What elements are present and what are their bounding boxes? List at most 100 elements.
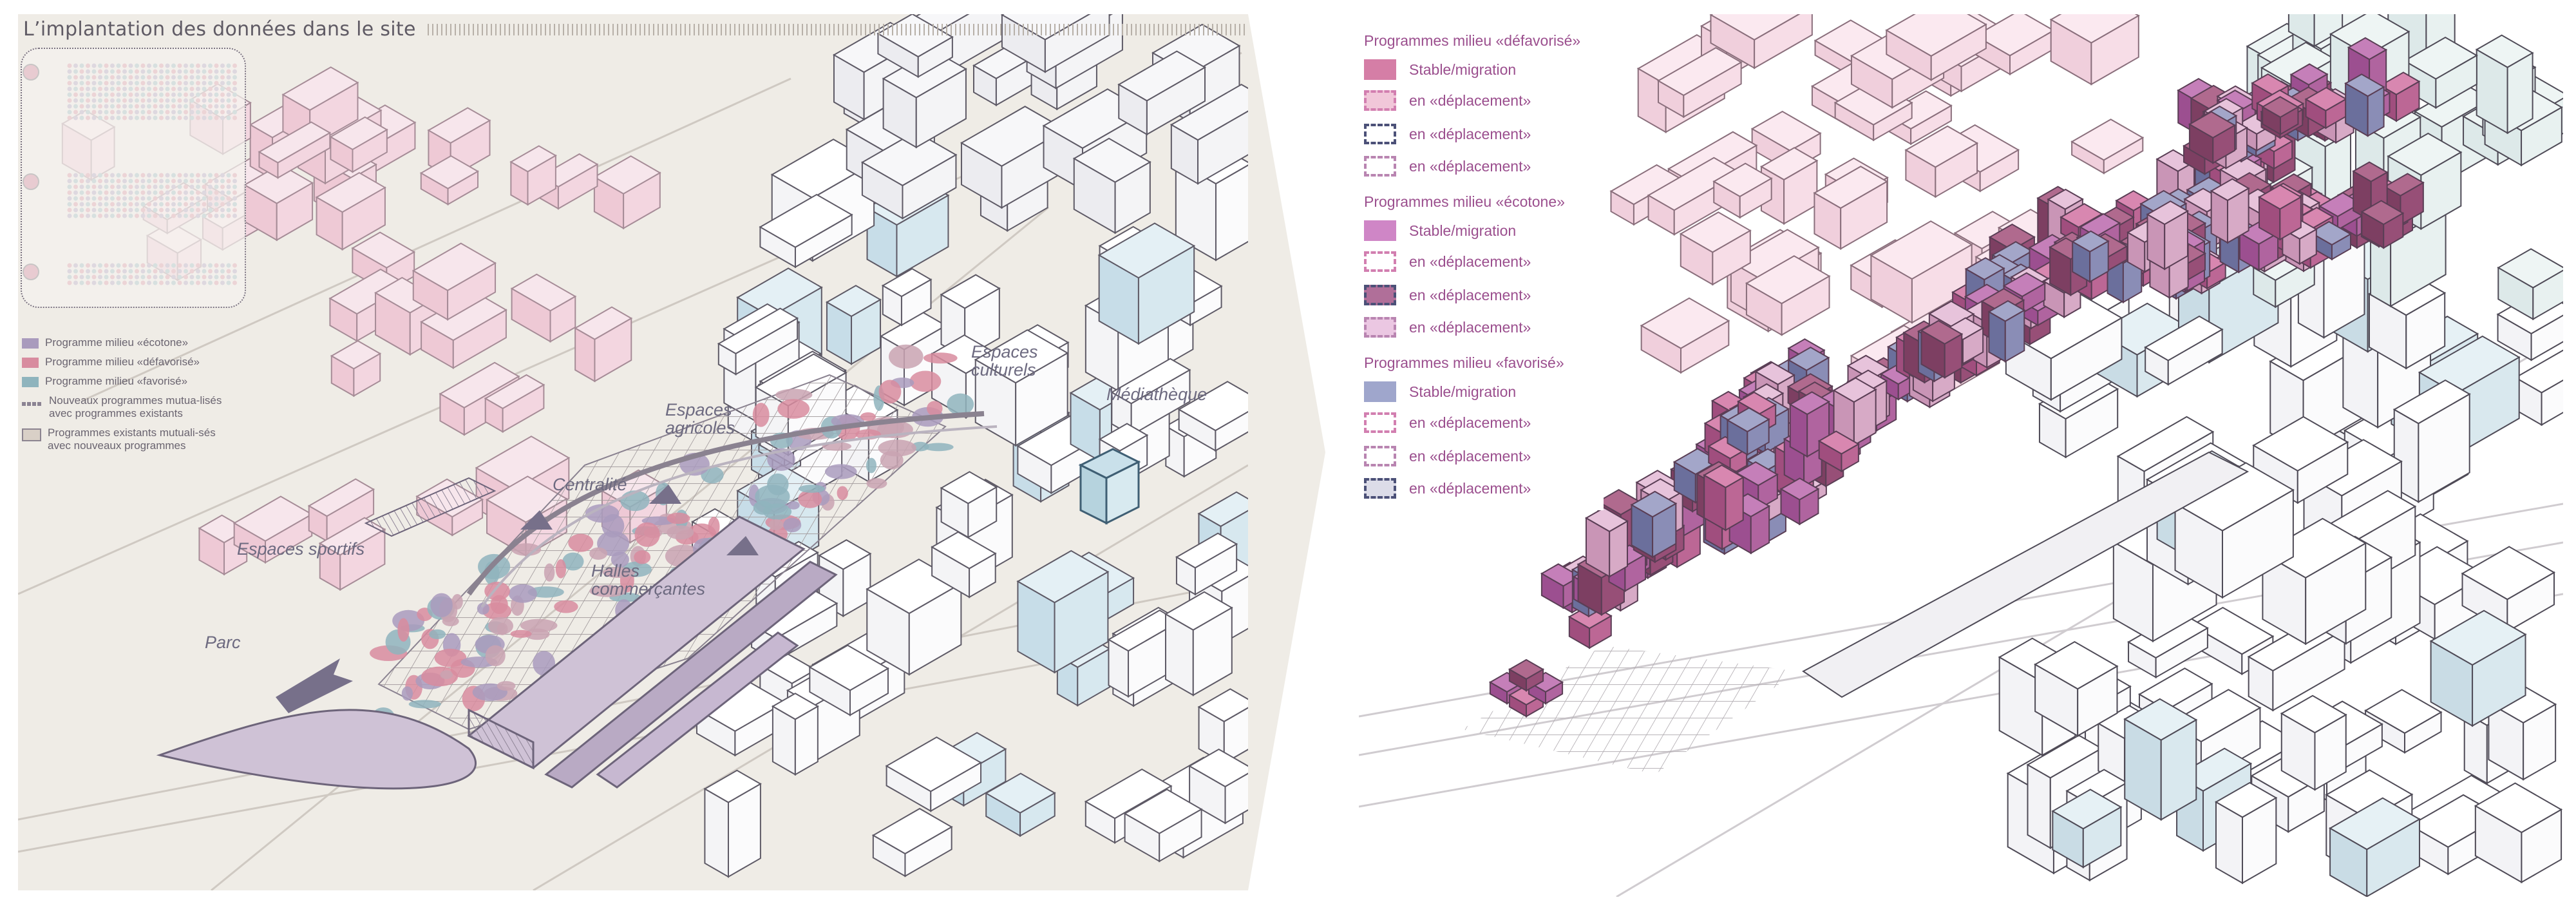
- program-dot: [767, 473, 789, 495]
- building-block: [315, 172, 386, 251]
- legend-heading-ecotone: Programmes milieu «écotone»: [1364, 193, 1565, 210]
- building-block: [1726, 407, 1770, 456]
- chevron-arrow-icon: [1248, 14, 1325, 890]
- data-ledger-box: [21, 48, 246, 308]
- legend-heading-favorise: Programmes milieu «favorisé»: [1364, 354, 1564, 371]
- legend-swatch: [22, 358, 39, 368]
- building-block: [2329, 797, 2421, 897]
- program-dot: [554, 600, 578, 613]
- building-block: [940, 471, 998, 539]
- legend-swatch: [1364, 59, 1396, 80]
- building-block: [871, 807, 953, 877]
- building-block: [1508, 658, 1545, 692]
- label-mediatheque: Médiathèque: [1106, 385, 1208, 404]
- legend-row: en «déplacement»: [1364, 412, 1531, 433]
- building-block: [510, 273, 577, 343]
- building-block: [2304, 86, 2348, 129]
- parc-shape: [156, 709, 477, 790]
- legend-swatch: [22, 338, 39, 349]
- program-dot: [408, 700, 441, 709]
- program-dot: [589, 547, 608, 560]
- building-block: [2210, 178, 2250, 244]
- building-block: [2261, 96, 2300, 136]
- building-block: [1657, 46, 1743, 119]
- building-block: [484, 374, 545, 433]
- building-block: [1117, 50, 1207, 136]
- legend-row: en «déplacement»: [1364, 90, 1531, 111]
- building-block: [860, 131, 958, 220]
- legend-label: en «déplacement»: [1409, 125, 1531, 142]
- program-dot: [585, 504, 620, 523]
- label-centralite: Centralité: [553, 475, 627, 494]
- building-block: [2034, 640, 2119, 737]
- legend-swatch: [1364, 317, 1396, 338]
- program-dot: [497, 681, 516, 691]
- building-block: [2070, 119, 2145, 175]
- building-block: [329, 116, 388, 173]
- building-block: [420, 291, 507, 369]
- building-block: [931, 531, 997, 599]
- building-block: [885, 736, 983, 812]
- building-block: [2051, 789, 2123, 868]
- program-dot: [430, 593, 453, 617]
- building-block: [1817, 430, 1860, 473]
- building-block: [2071, 230, 2110, 283]
- legend-row: en «déplacement»: [1364, 317, 1531, 338]
- program-dot: [909, 370, 942, 392]
- building-block: [1164, 591, 1233, 696]
- building-block: [1540, 563, 1582, 609]
- program-dot: [775, 388, 813, 401]
- building-block: [2214, 782, 2278, 885]
- building-block: [1832, 377, 1877, 446]
- building-block: [2188, 111, 2237, 164]
- building-block: [2514, 349, 2563, 427]
- program-dot: [544, 563, 555, 582]
- program-dot: [442, 616, 459, 626]
- legend-swatch: [1364, 251, 1396, 272]
- legend-label: en «déplacement»: [1409, 318, 1531, 336]
- program-dot: [768, 519, 784, 530]
- program-dot: [798, 490, 822, 508]
- legend-label: Programme milieu «défavorisé»: [45, 356, 200, 368]
- building-block: [330, 340, 382, 398]
- building-block: [1870, 220, 1973, 324]
- program-dot: [878, 379, 902, 404]
- legend-heading-defavorise: Programmes milieu «défavorisé»: [1364, 32, 1581, 49]
- building-block: [509, 145, 557, 206]
- legend-swatch: [22, 377, 39, 387]
- title-hatch-rule: [427, 23, 1248, 35]
- program-dot: [777, 399, 810, 419]
- building-block: [759, 193, 853, 269]
- building-block: [2403, 36, 2478, 109]
- program-dot: [888, 344, 923, 369]
- legend-label: en «déplacement»: [1409, 479, 1531, 497]
- program-dot: [783, 517, 802, 533]
- legend-label: Programmes existants mutuali-sés avec no…: [48, 427, 216, 452]
- building-block: [419, 155, 480, 206]
- left-panel: L’implantation des données dans le site …: [18, 14, 1248, 890]
- program-dot: [634, 550, 651, 564]
- legend-label: Nouveaux programmes mutua-lisés avec pro…: [49, 394, 222, 419]
- program-dot: [520, 619, 558, 633]
- building-block: [985, 772, 1056, 838]
- building-block: [1833, 80, 1913, 142]
- program-dot: [602, 567, 636, 578]
- building-block: [2474, 782, 2563, 884]
- building-block: [2429, 609, 2527, 727]
- legend-swatch: [1364, 285, 1396, 305]
- building-block: [1097, 222, 1196, 345]
- legend-label: Stable/migration: [1409, 383, 1517, 400]
- building-block: [412, 242, 497, 321]
- legend-swatch: [1364, 220, 1396, 241]
- building-block: [2280, 695, 2347, 791]
- building-block: [1813, 166, 1889, 250]
- building-block: [825, 285, 882, 365]
- legend-label: en «déplacement»: [1409, 157, 1531, 175]
- building-block: [703, 769, 762, 878]
- legend-label: en «déplacement»: [1409, 414, 1531, 431]
- building-block: [2144, 315, 2224, 386]
- legend-item-existants: Programmes existants mutuali-sés avec no…: [22, 427, 267, 452]
- building-block: [2487, 684, 2557, 781]
- building-block: [1170, 83, 1248, 185]
- program-dot: [923, 352, 958, 364]
